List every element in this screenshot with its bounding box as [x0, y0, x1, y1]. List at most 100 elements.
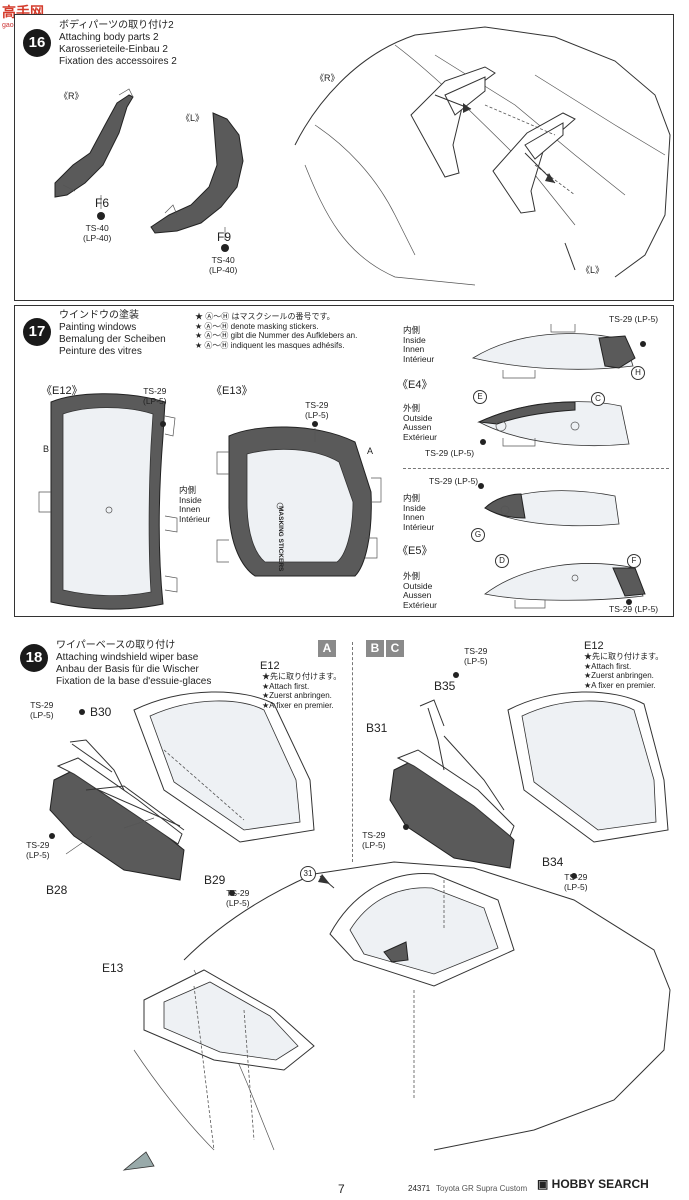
e12-paint: TS-29 (LP-5) — [143, 386, 167, 406]
step18-title-fr: Fixation de la base d'essuie-glaces — [56, 676, 212, 687]
note-fr: ★ Ⓐ～Ⓗ indiquent les masques adhésifs. — [195, 340, 345, 350]
paint-f9-lp: (LP-40) — [209, 265, 238, 275]
fender-l-piece — [492, 112, 576, 214]
inside-e5-en: Inside — [403, 502, 426, 513]
hobby-search-text: HOBBY SEARCH — [551, 1177, 649, 1191]
note-de: ★ Ⓐ～Ⓗ gibt die Nummer des Aufklebers an. — [195, 331, 358, 340]
sticker-e: E — [473, 390, 487, 404]
hobby-search-icon: ▣ — [537, 1177, 552, 1191]
left-paint-b28-code: TS-29 — [26, 840, 50, 850]
e12-label: 《E12》 — [41, 385, 83, 397]
left-note-de: ★Zuerst anbringen. — [262, 691, 332, 700]
step17-notes: ★ Ⓐ～Ⓗ はマスクシールの番号です。 ★ Ⓐ～Ⓗ denote masking… — [195, 312, 357, 350]
outside-e5-en: Outside — [403, 580, 433, 591]
car-body-bottom — [183, 861, 671, 1151]
inside-mid-fr: Intérieur — [179, 513, 211, 524]
e13-paint-lp: (LP-5) — [305, 410, 329, 420]
fender-r-piece — [410, 66, 496, 178]
step18-illustration — [49, 672, 671, 1171]
variant-badge-c: C — [386, 640, 404, 657]
e12-paint-lp: (LP-5) — [143, 396, 167, 406]
step18-title-de: Anbau der Basis für die Wischer — [56, 664, 199, 675]
outside-e4-jp: 外側 — [403, 403, 421, 413]
part-b30-label: B30 — [90, 705, 112, 719]
step17-number: 17 — [23, 318, 51, 346]
outside-e4-label: 外側 Outside Aussen Extérieur — [403, 403, 437, 442]
outside-e5-fr: Extérieur — [403, 599, 438, 610]
left-paint-b29: TS-29 (LP-5) — [226, 888, 250, 908]
right-e12-label: E12 — [584, 640, 604, 652]
right-note-en: ★Attach first. — [584, 661, 632, 671]
masking-sticker-text: MASKING STICKERS — [277, 506, 284, 572]
step16-title-en: Attaching body parts 2 — [59, 32, 159, 43]
footer-code: 24371 — [408, 1184, 431, 1193]
right-paint-b35: TS-29 (LP-5) — [464, 646, 488, 666]
part-f6-label: F6 — [95, 196, 110, 210]
inside-mid-jp: 内側 — [179, 485, 197, 495]
body-label-r: 《R》 — [315, 73, 340, 83]
step17-title: ウインドウの塗装 Painting windows Bemalung der S… — [59, 310, 166, 358]
left-paint-b28-lp: (LP-5) — [26, 850, 50, 860]
step17-title-en: Painting windows — [59, 322, 137, 333]
part-b28-label: B28 — [46, 883, 68, 897]
step18-title: ワイパーベースの取り付け Attaching windshield wiper … — [56, 640, 211, 688]
sticker-g: G — [471, 528, 485, 542]
left-paint-b28: TS-29 (LP-5) — [26, 840, 50, 860]
inside-top-en: Inside — [403, 334, 426, 345]
step18-number: 18 — [20, 644, 48, 672]
e12-paint-code: TS-29 — [143, 386, 167, 396]
inside-mid-de: Innen — [179, 504, 201, 514]
paint-f6-lp: (LP-40) — [83, 233, 112, 243]
e4-label: 《E4》 — [397, 379, 433, 391]
inside-e5-jp: 内側 — [403, 493, 421, 503]
inside-top-de: Innen — [403, 344, 425, 354]
right-paint-b34-code: TS-29 — [564, 872, 588, 882]
inside-e5-label: 内側 Inside Innen Intérieur — [403, 493, 435, 532]
part-f6-shape — [54, 94, 134, 198]
e13-paint-code: TS-29 — [305, 400, 329, 410]
variant-badge-a: A — [318, 640, 336, 657]
step17-illustration — [38, 324, 646, 610]
paint-f9: TS-40 (LP-40) — [209, 255, 237, 275]
left-wiper-b30 — [69, 739, 125, 791]
right-paint-b35-code: TS-29 — [464, 646, 488, 656]
left-note-en: ★Attach first. — [262, 681, 310, 691]
inside-e5-fr: Intérieur — [403, 521, 435, 532]
step16-label-r: 《R》 — [59, 91, 84, 101]
left-note-jp: ★先に取り付けます。 — [262, 672, 342, 681]
window-separator — [403, 468, 669, 469]
top-window-paint: TS-29 (LP-5) — [609, 314, 659, 324]
note-en: ★ Ⓐ～Ⓗ denote masking stickers. — [195, 321, 319, 331]
inside-mid-label: 内側 Inside Innen Intérieur — [179, 485, 211, 524]
right-note-de: ★Zuerst anbringen. — [584, 671, 654, 680]
page-number: 7 — [338, 1182, 345, 1196]
step16-number: 16 — [23, 29, 51, 57]
e13-glass — [246, 448, 354, 563]
paint-f6-code: TS-40 — [85, 223, 109, 233]
sticker-c: C — [591, 392, 605, 406]
left-paint-b29-code: TS-29 — [226, 888, 250, 898]
e5-paint: TS-29 (LP-5) — [609, 604, 659, 614]
inside-top-label: 内側 Inside Innen Intérieur — [403, 325, 434, 364]
step18-title-jp: ワイパーベースの取り付け — [56, 640, 176, 651]
right-e12-notes: ★先に取り付けます。 ★Attach first. ★Zuerst anbrin… — [584, 652, 663, 690]
part-b35-label: B35 — [434, 679, 456, 693]
right-note-fr: ★A fixer en premier. — [584, 680, 656, 690]
part-b34-label: B34 — [542, 855, 564, 869]
ref-step-31: 31 — [300, 866, 316, 882]
step16-panel: 16 ボディパーツの取り付け2 Attaching body parts 2 K… — [14, 14, 674, 301]
outside-e4-en: Outside — [403, 412, 433, 423]
part-e13-label: E13 — [102, 961, 124, 975]
left-paint-b30-code: TS-29 — [30, 700, 54, 710]
e13-label: 《E13》 — [211, 385, 253, 397]
note-jp: ★ Ⓐ～Ⓗ はマスクシールの番号です。 — [195, 312, 335, 321]
left-e12-notes: ★先に取り付けます。 ★Attach first. ★Zuerst anbrin… — [262, 672, 341, 710]
e4-paint: TS-29 (LP-5) — [425, 448, 475, 458]
right-paint-b31-lp: (LP-5) — [362, 840, 386, 850]
left-paint-b30: TS-29 (LP-5) — [30, 700, 54, 720]
part-f9-shape — [150, 112, 244, 234]
step18-title-en: Attaching windshield wiper base — [56, 652, 199, 663]
inside-e5-de: Innen — [403, 512, 425, 522]
left-paint-b30-lp: (LP-5) — [30, 710, 54, 720]
sticker-f: F — [627, 554, 641, 568]
